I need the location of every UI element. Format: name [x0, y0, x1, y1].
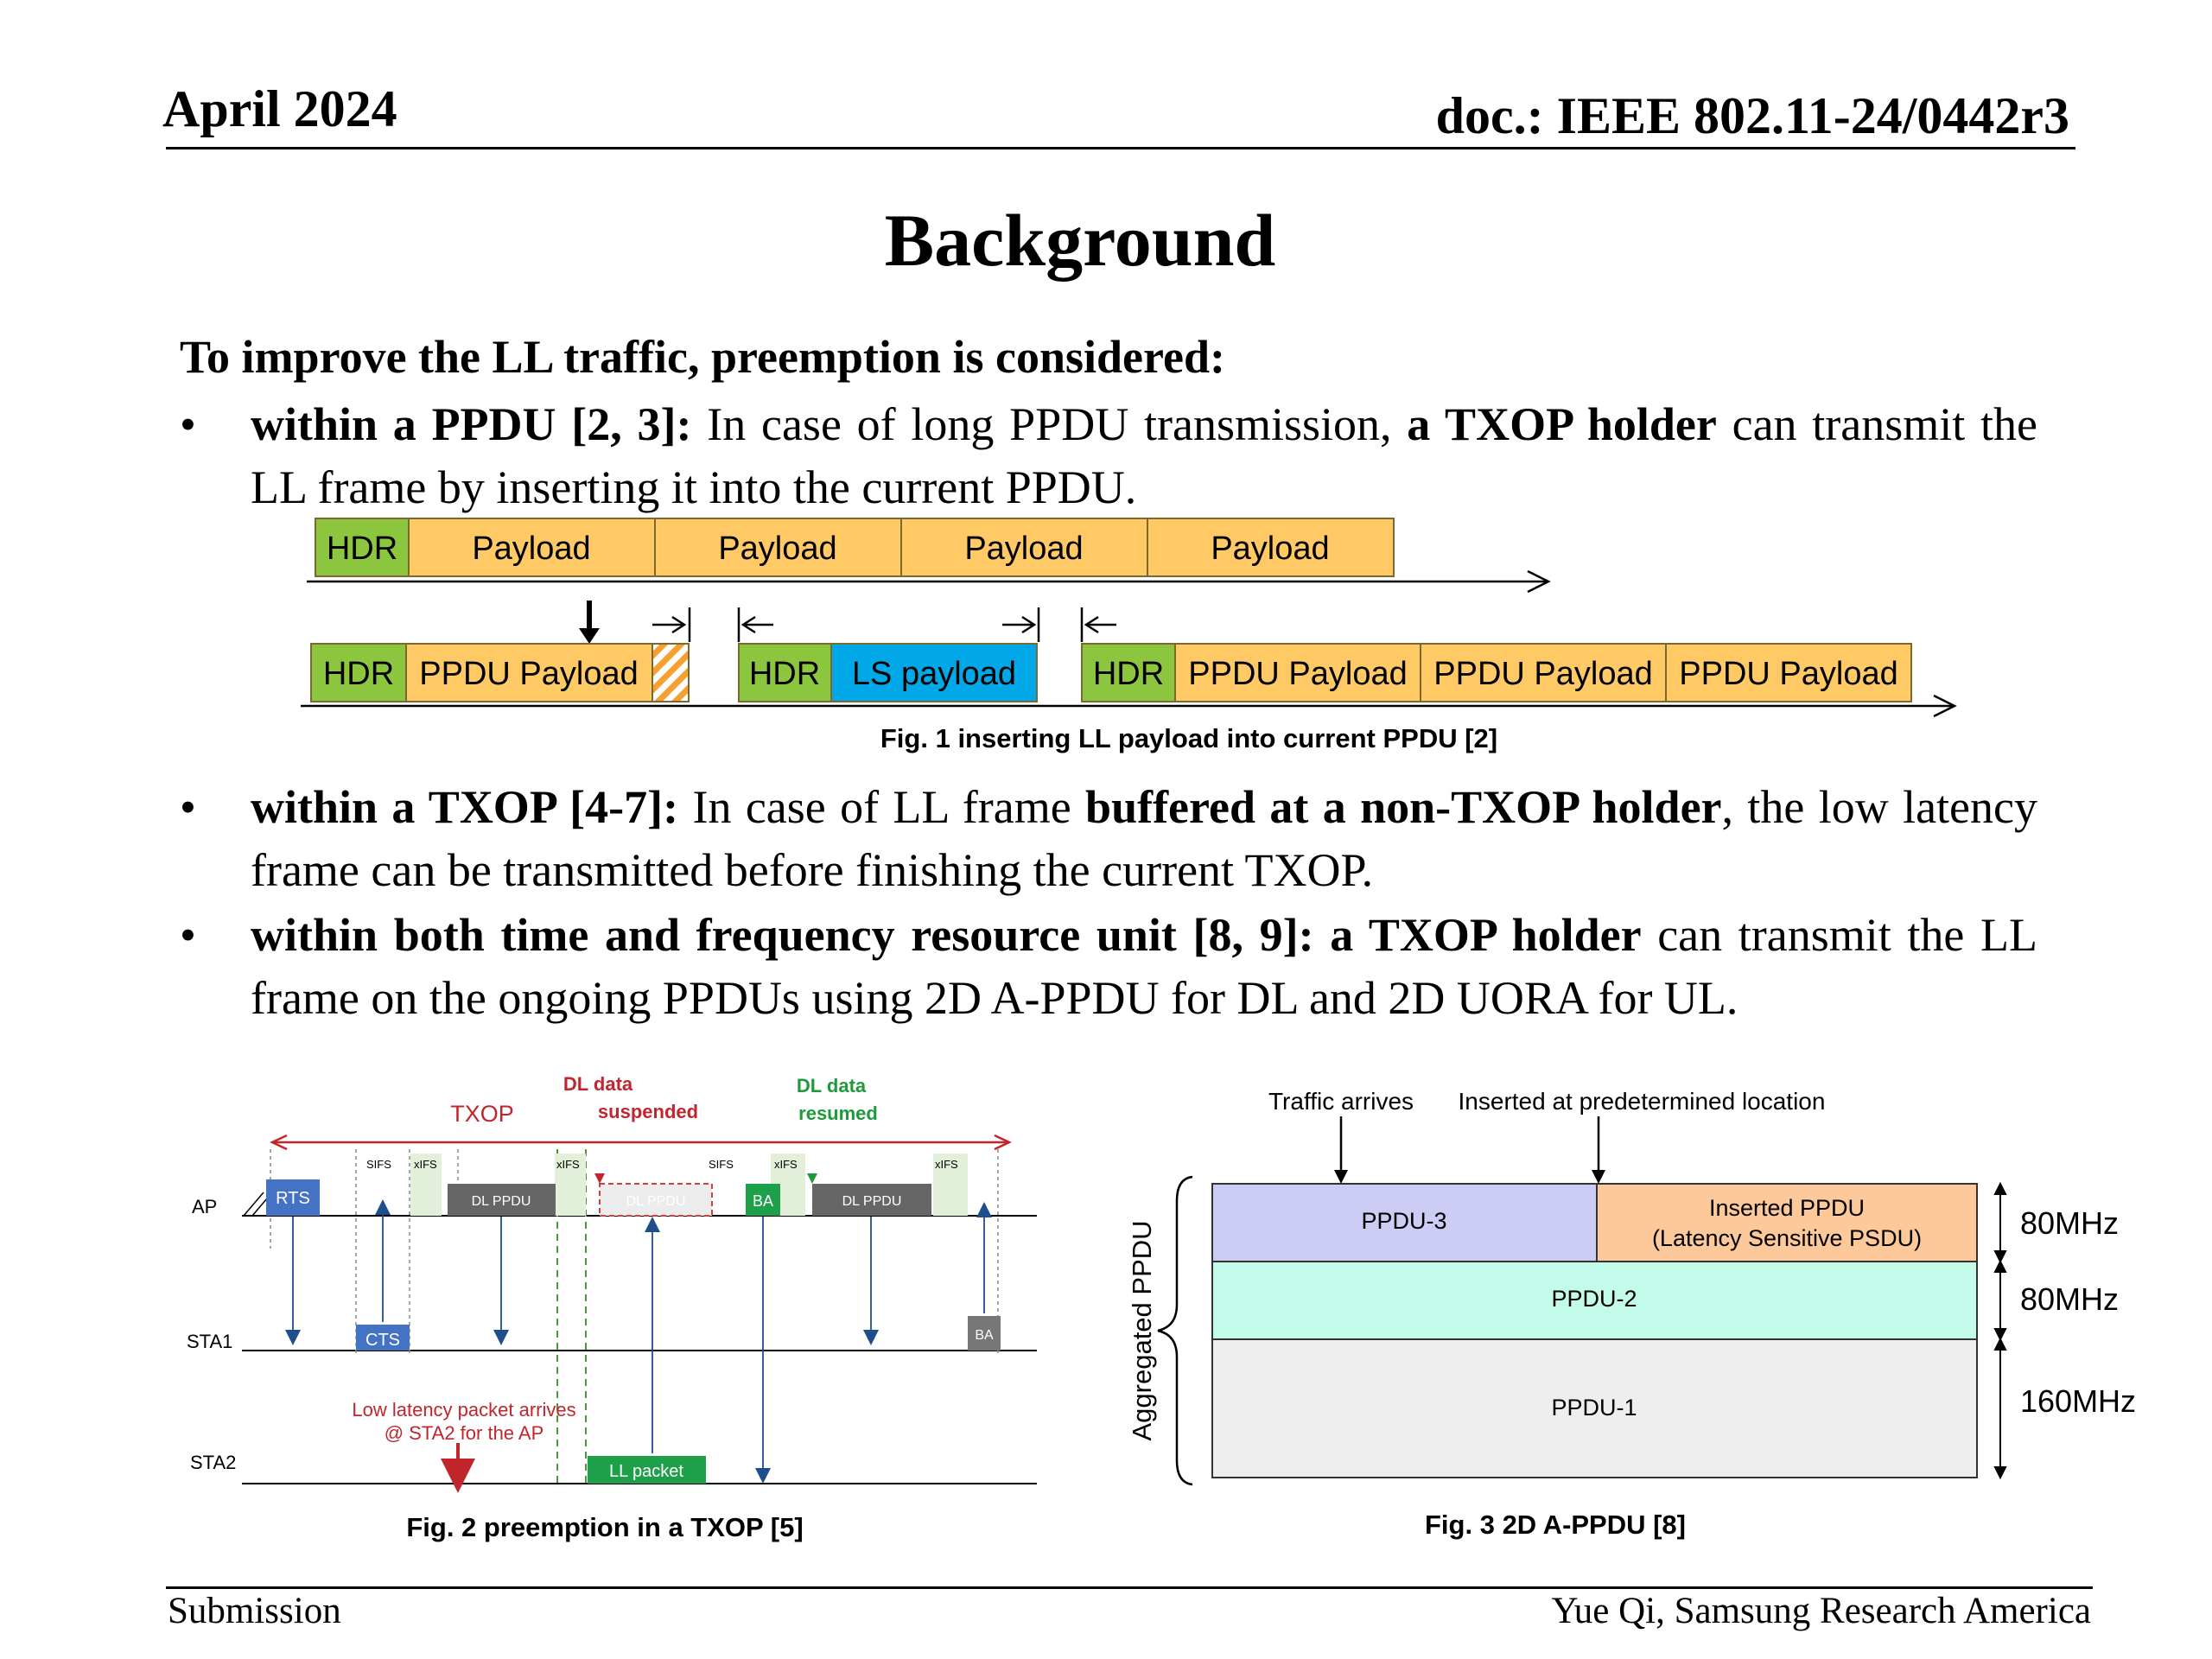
fig2-dl-ppdu-suspended: [599, 1183, 713, 1217]
header-rule: [166, 147, 2075, 149]
fig1-r1-label-0: HDR: [327, 531, 397, 567]
fig2-txop-label: TXOP: [450, 1101, 514, 1127]
bullet-2-bold2: buffered at a non-TXOP holder: [1085, 781, 1722, 833]
fig1-caption: Fig. 1 inserting LL payload into current…: [880, 723, 1497, 753]
bullet-2: • within a TXOP [4-7]: In case of LL fra…: [180, 781, 2037, 896]
bullet-2-text2: , the low latency frame can be transmitt…: [251, 781, 2037, 896]
fig3-ylabel: Aggregated PPDU: [1127, 1220, 1157, 1440]
fig2-dl-ppdu-resumed: [812, 1184, 931, 1216]
svg-text:Inserted PPDU: Inserted PPDU: [1709, 1195, 1865, 1221]
fig3-band-1: 80MHz: [2020, 1205, 2119, 1241]
bullet-3-text1: can transmit the LL frame on the ongoing…: [251, 909, 2037, 1024]
bullet-1-text1: In case of long PPDU transmission,: [691, 398, 1408, 450]
fig2-station-ap: AP: [192, 1196, 217, 1217]
svg-text:LL packet: LL packet: [609, 1462, 683, 1481]
fig1-r2-label-7: PPDU Payload: [1679, 656, 1897, 692]
fig1-r2-label-6: PPDU Payload: [1433, 656, 1652, 692]
footer-rule: [166, 1586, 2093, 1589]
fig1-diagram: HDR Payload Payload Payload Payload H: [301, 518, 1957, 753]
header-doc-id: doc.: IEEE 802.11-24/0442r3: [1435, 87, 2069, 144]
fig1-insertion-arrows: [579, 601, 1116, 644]
fig3-traffic-arrives: Traffic arrives: [1268, 1088, 1414, 1115]
svg-text:xIFS: xIFS: [556, 1158, 580, 1171]
fig1-r2-label-4: HDR: [1093, 656, 1164, 692]
svg-text:PPDU-3: PPDU-3: [1361, 1208, 1446, 1234]
slide-title: Background: [884, 199, 1276, 282]
fig1-r2-label-5: PPDU Payload: [1188, 656, 1407, 692]
header-date: April 2024: [162, 80, 397, 137]
bullet-1-bold2: a TXOP holder: [1407, 398, 1717, 450]
fig1-r2-label-3: LS payload: [852, 656, 1016, 692]
fig3-diagram: Traffic arrives Inserted at predetermine…: [1127, 1088, 2136, 1540]
footer-submission: Submission: [168, 1591, 341, 1631]
fig3-band-3: 160MHz: [2020, 1383, 2136, 1419]
fig1-r1-label-2: Payload: [718, 531, 836, 567]
svg-text:resumed: resumed: [798, 1103, 878, 1124]
svg-text:PPDU-2: PPDU-2: [1551, 1286, 1637, 1312]
bullet-1: • within a PPDU [2, 3]: In case of long …: [180, 398, 2037, 513]
svg-text:xIFS: xIFS: [935, 1158, 958, 1171]
fig2-arrival-line1: Low latency packet arrives: [352, 1399, 575, 1421]
fig1-row2: HDR PPDU Payload HDR LS payload HDR PPDU…: [301, 643, 1957, 718]
fig3-band-2: 80MHz: [2020, 1281, 2119, 1317]
bullet-1-text2: can transmit the LL frame by inserting i…: [251, 398, 2037, 513]
svg-text:PPDU-1: PPDU-1: [1551, 1395, 1637, 1421]
fig3-inserted-location: Inserted at predetermined location: [1459, 1088, 1826, 1115]
svg-text:xIFS: xIFS: [414, 1158, 437, 1171]
svg-text:(Latency Sensitive PSDU): (Latency Sensitive PSDU): [1652, 1225, 1922, 1251]
fig1-r1-hdr: [315, 518, 410, 577]
fig2-ba-frame-1: [746, 1184, 780, 1216]
bullet-1-bold1: within a PPDU [2, 3]:: [251, 398, 692, 450]
svg-text:DL PPDU: DL PPDU: [626, 1194, 686, 1209]
svg-text:DL data: DL data: [563, 1073, 633, 1095]
fig2-station-sta1: STA1: [187, 1331, 232, 1352]
fig1-r1-label-4: Payload: [1211, 531, 1329, 567]
fig2-dl-ppdu-1: [448, 1184, 556, 1216]
fig1-r2-label-0: HDR: [323, 656, 394, 692]
fig2-ll-packet: [588, 1456, 706, 1484]
fig2-station-sta2: STA2: [190, 1452, 236, 1473]
svg-text:DL PPDU: DL PPDU: [842, 1194, 902, 1209]
fig1-preempt-marker: [652, 643, 690, 702]
bullet-2-bold1: within a TXOP [4-7]:: [251, 781, 679, 833]
svg-text:RTS: RTS: [276, 1189, 310, 1208]
svg-text:DL data: DL data: [797, 1075, 867, 1096]
svg-text:xIFS: xIFS: [774, 1158, 798, 1171]
svg-text:BA: BA: [975, 1328, 994, 1343]
fig3-ppdu1-block: [1211, 1338, 1978, 1478]
fig1-r1-label-1: Payload: [472, 531, 590, 567]
fig3-ppdu2-block: [1211, 1261, 1978, 1340]
svg-text:CTS: CTS: [365, 1331, 400, 1350]
fig2-caption: Fig. 2 preemption in a TXOP [5]: [406, 1512, 803, 1542]
svg-text:SIFS: SIFS: [709, 1158, 734, 1171]
fig2-cts-frame: [356, 1325, 410, 1351]
fig1-r2-label-1: PPDU Payload: [419, 656, 638, 692]
fig3-ppdu3-block: [1211, 1183, 1598, 1262]
fig2-rts-frame: [266, 1179, 320, 1216]
footer-author: Yue Qi, Samsung Research America: [1551, 1591, 2091, 1631]
fig3-caption: Fig. 3 2D A-PPDU [8]: [1425, 1510, 1686, 1540]
svg-text:SIFS: SIFS: [366, 1158, 391, 1171]
fig1-ls-payload: [830, 643, 1038, 702]
intro-text: To improve the LL traffic, preemption is…: [180, 331, 1225, 383]
bullet-3: • within both time and frequency resourc…: [180, 909, 2037, 1024]
fig2-diagram: TXOP DL data suspended DL data resumed A…: [187, 1073, 1037, 1542]
svg-text:suspended: suspended: [598, 1101, 698, 1122]
fig1-r2-label-2: HDR: [749, 656, 820, 692]
svg-text:DL PPDU: DL PPDU: [472, 1194, 531, 1209]
bullet-2-text1: In case of LL frame: [678, 781, 1086, 833]
svg-text:BA: BA: [753, 1192, 773, 1210]
fig1-row1: HDR Payload Payload Payload Payload: [307, 518, 1551, 594]
bullet-3-bold1: within both time and frequency resource …: [251, 909, 1642, 961]
fig1-r1-label-3: Payload: [964, 531, 1083, 567]
fig2-arrival-line2: @ STA2 for the AP: [385, 1422, 544, 1444]
fig2-ba-frame-2: [968, 1316, 1001, 1351]
fig3-inserted-ppdu-block: [1596, 1183, 1978, 1262]
